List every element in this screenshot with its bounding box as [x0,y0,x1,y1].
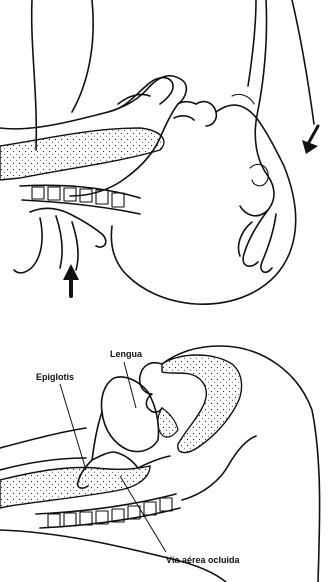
neck-tissue [0,128,164,180]
rescuer-hand-neck [14,208,106,272]
panel-head-tilt-jaw-thrust [0,0,318,304]
rescuer-hand-forehead [108,78,173,112]
label-lengua: Lengua [110,349,143,359]
leader-lengua [124,362,136,408]
rescuer-fingers [239,210,277,272]
leader-epiglotis [60,384,86,470]
arrow-down-icon [302,126,318,154]
rescuer-hand-jaw [240,0,314,216]
patient-ear [250,164,268,185]
patient-eye [232,94,254,104]
rescuer-forearm [0,0,150,150]
panel-airway-cross-section: Lengua Epiglotis Vía aérea ocluida [0,346,320,582]
label-epiglotis: Epiglotis [36,372,74,382]
leader-via-aerea [120,476,166,552]
tongue [102,377,159,452]
patient-nose [196,102,216,126]
oral-cavity [158,408,178,437]
pharynx-tissue [0,466,150,508]
label-via-aerea: Vía aérea ocluida [166,555,241,565]
nasal-cavity [162,355,242,453]
